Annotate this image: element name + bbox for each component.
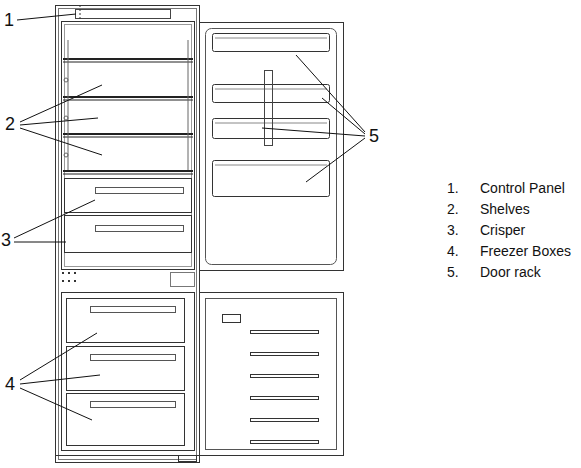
dashed-mark [80,5,81,20]
freezer-boxes [67,299,185,446]
key-number: 1. [447,181,459,195]
callout-number: 1 [4,11,14,29]
fridge-door [200,23,344,271]
key-number: 5. [447,265,459,279]
base-foot [179,456,197,462]
fridge-liner [65,25,192,267]
callout-number: 5 [369,127,379,145]
freezer-compartment [62,293,195,451]
shelf-supports [64,40,188,170]
key-number: 2. [447,202,459,216]
key-text: Crisper [480,223,525,237]
door-racks [213,34,330,197]
cabinet-inner-edge [59,9,197,460]
fridge-door-liner [206,29,337,265]
freezer-door-ribs [251,331,319,444]
callout-number: 3 [1,231,11,249]
key-number: 3. [447,223,459,237]
key-text: Control Panel [480,181,565,195]
freezer-door-liner [206,299,337,450]
control-panel [76,10,171,19]
key-text: Door rack [480,265,541,279]
shelf-lines [63,59,193,174]
key-text: Shelves [480,202,530,216]
star-rating-plate [223,315,241,323]
leader-lines [14,14,365,420]
key-text: Freezer Boxes [480,244,571,258]
fridge-compartment [62,22,195,270]
key-number: 4. [447,244,459,258]
base-line [56,455,199,456]
callout-number: 2 [5,115,15,133]
separator-block [171,273,195,287]
freezer-door [200,293,344,456]
separator-dots [62,272,76,282]
cabinet-outline [56,6,200,463]
callout-number: 4 [5,375,15,393]
crisper-drawers [65,179,192,253]
